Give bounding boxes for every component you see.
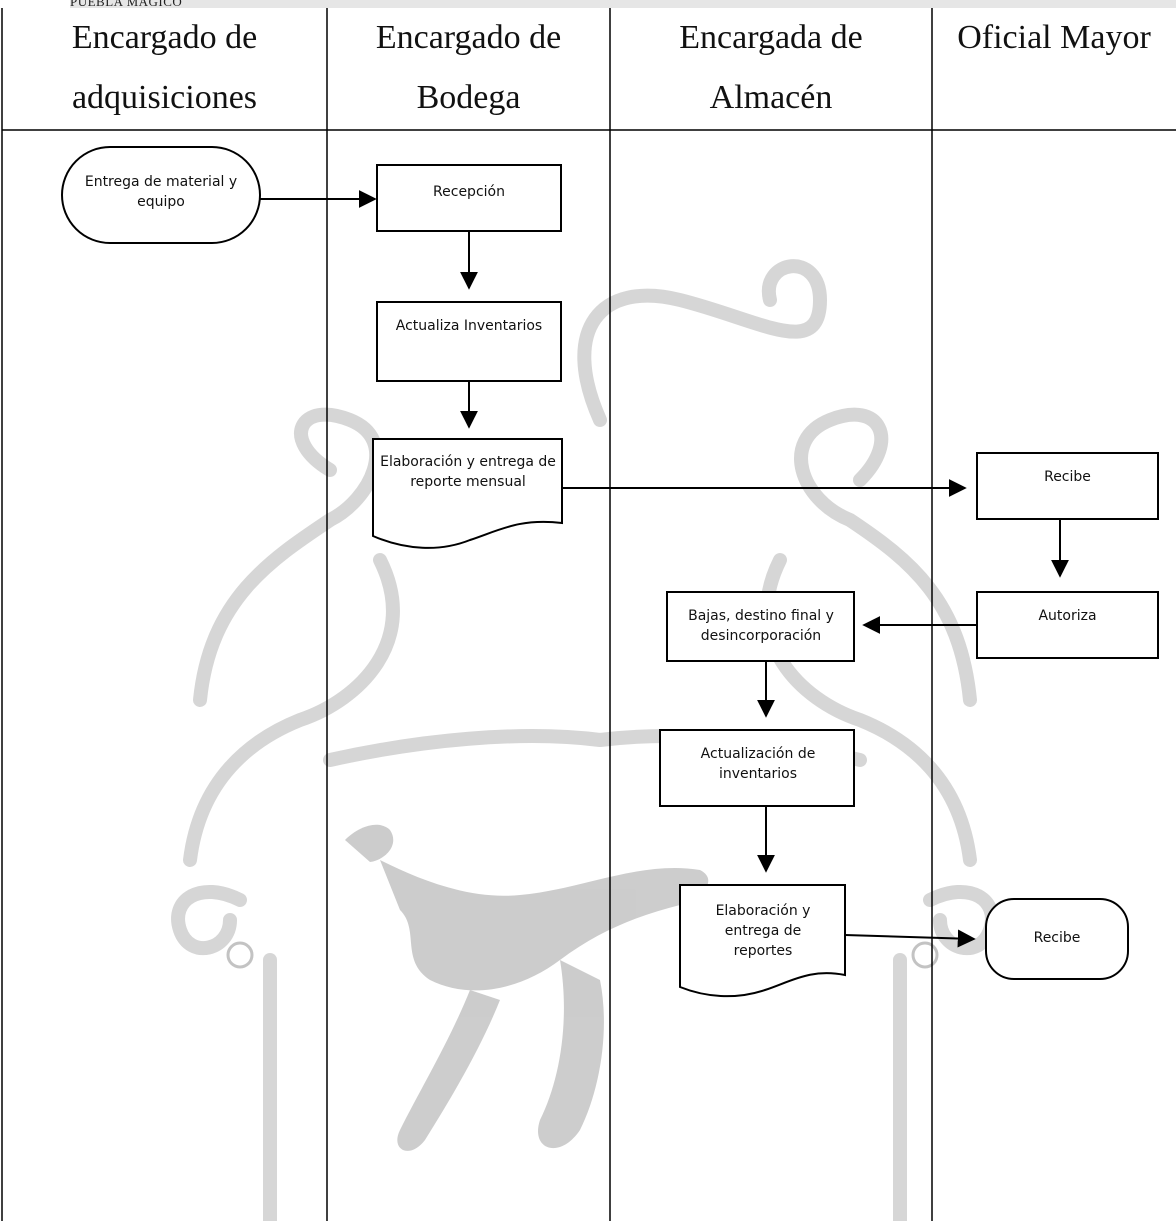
node-label: Autoriza: [1038, 608, 1097, 624]
node-label: Actualización de inventarios: [700, 746, 816, 782]
node-actualizacion-inv: Actualización de inventarios: [680, 730, 836, 806]
node-autoriza: Autoriza: [977, 592, 1158, 658]
process-recibe-shape: [976, 452, 1159, 520]
process-bajas-shape: [666, 591, 855, 662]
node-label: Recibe: [1033, 930, 1081, 946]
node-label: Recibe: [1044, 469, 1091, 485]
document-reportes-shape: [679, 884, 846, 998]
terminator-recibe-shape: [985, 898, 1129, 980]
process-actualiza-shape: [376, 301, 562, 382]
node-elab-reporte-mensual: Elaboración y entrega de reporte mensual: [378, 438, 558, 528]
lane-header-oficial-mayor: Oficial Mayor: [932, 8, 1176, 130]
node-recibe-1: Recibe: [977, 453, 1158, 519]
lane-title-line1: Oficial Mayor: [957, 19, 1151, 56]
node-actualiza: Actualiza Inventarios: [395, 302, 543, 381]
process-autoriza-shape: [976, 591, 1159, 659]
lane-title-line2: Almacén: [709, 79, 833, 116]
lane-header-almacen: Encargada de Almacén: [610, 8, 932, 130]
process-actualizacion-shape: [659, 729, 855, 807]
lane-title-line2: Bodega: [416, 79, 521, 116]
node-label: Elaboración y entrega de reportes: [715, 903, 811, 959]
node-recibe-2: Recibe: [986, 899, 1128, 979]
node-label: Entrega de material y equipo: [84, 174, 238, 210]
lane-title-line1: Encargado de: [71, 19, 258, 56]
node-elab-reportes: Elaboración y entrega de reportes: [697, 887, 829, 977]
node-label: Bajas, destino final y desincorporación: [688, 608, 834, 644]
lane-header-adquisiciones: Encargado de adquisiciones: [2, 8, 327, 130]
lane-header-bodega: Encargado de Bodega: [327, 8, 610, 130]
terminator-entrega-shape: [61, 146, 261, 244]
header-fragment: PUEBLA MÁGICO: [70, 0, 183, 9]
process-recepcion-shape: [376, 164, 562, 232]
lane-title-line1: Encargado de: [375, 19, 562, 56]
node-entrega: Entrega de material y equipo: [72, 150, 250, 240]
document-reporte-mensual-shape: [372, 438, 563, 549]
lane-title-line1: Encargada de: [679, 19, 863, 56]
node-bajas: Bajas, destino final y desincorporación: [676, 592, 846, 661]
edge-reportes-recibe: [844, 929, 976, 948]
lane-title-line2: adquisiciones: [71, 79, 258, 116]
node-label: Recepción: [433, 184, 505, 200]
top-bar: [70, 0, 1176, 8]
node-recepcion: Recepción: [377, 168, 561, 228]
node-label: Actualiza Inventarios: [395, 318, 543, 334]
node-label: Elaboración y entrega de reporte mensual: [380, 454, 556, 490]
